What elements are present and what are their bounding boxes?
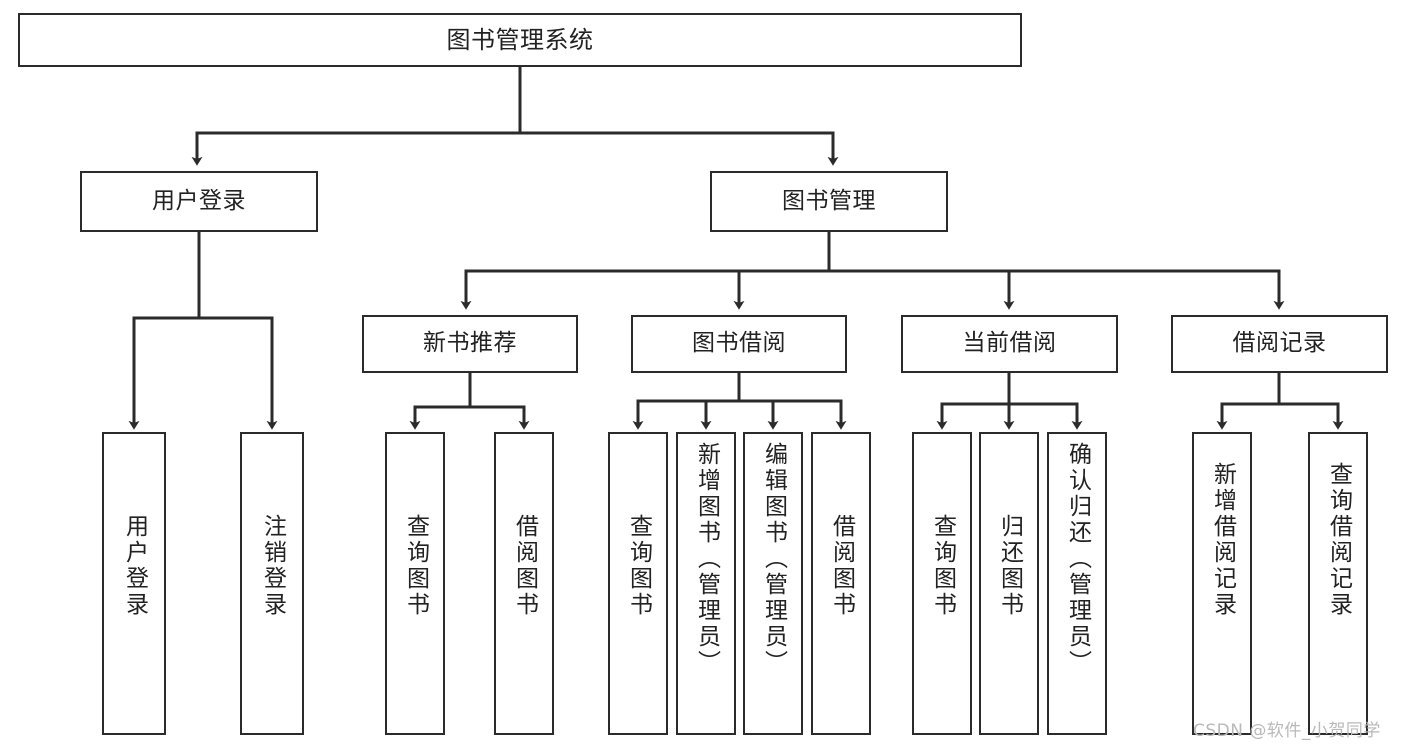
node-leaf-confirm-return-label: 确认归还（管理员）	[1064, 442, 1091, 676]
node-leaf-user-login-label: 用户登录	[121, 514, 148, 618]
node-leaf-query-record[interactable]: 查询借阅记录	[1308, 432, 1368, 735]
node-leaf-user-login[interactable]: 用户登录	[102, 432, 166, 735]
node-leaf-return-book[interactable]: 归还图书	[979, 432, 1039, 735]
node-leaf-query-book-2-label: 查询图书	[625, 514, 652, 618]
node-leaf-borrow-book-1[interactable]: 借阅图书	[494, 432, 554, 735]
node-borrow-record[interactable]: 借阅记录	[1171, 315, 1388, 373]
node-leaf-query-book-1[interactable]: 查询图书	[385, 432, 445, 735]
node-book-manage-label: 图书管理	[782, 187, 876, 214]
node-leaf-edit-book[interactable]: 编辑图书（管理员）	[743, 432, 803, 735]
node-book-borrow[interactable]: 图书借阅	[631, 315, 847, 373]
node-leaf-return-book-label: 归还图书	[996, 514, 1023, 618]
node-leaf-query-book-2[interactable]: 查询图书	[608, 432, 668, 735]
node-leaf-query-book-3-label: 查询图书	[929, 514, 956, 618]
node-borrow-record-label: 借阅记录	[1232, 330, 1327, 357]
node-current-borrow-label: 当前借阅	[962, 330, 1057, 357]
node-book-borrow-label: 图书借阅	[692, 330, 786, 357]
node-leaf-logout-label: 注销登录	[259, 514, 286, 618]
node-leaf-add-record-label: 新增借阅记录	[1209, 462, 1236, 618]
node-leaf-logout[interactable]: 注销登录	[240, 432, 304, 735]
node-leaf-add-book-label: 新增图书（管理员）	[693, 442, 720, 676]
node-user-login-label: 用户登录	[152, 187, 246, 214]
node-leaf-query-book-1-label: 查询图书	[402, 514, 429, 618]
node-leaf-query-record-label: 查询借阅记录	[1325, 462, 1352, 618]
node-root[interactable]: 图书管理系统	[18, 13, 1022, 67]
node-root-label: 图书管理系统	[446, 25, 594, 54]
node-leaf-borrow-book-2[interactable]: 借阅图书	[811, 432, 871, 735]
watermark: CSDN @软件_小贺同学	[1193, 721, 1381, 741]
node-leaf-confirm-return[interactable]: 确认归还（管理员）	[1047, 432, 1107, 735]
node-book-manage[interactable]: 图书管理	[710, 171, 948, 232]
node-leaf-add-book[interactable]: 新增图书（管理员）	[676, 432, 736, 735]
node-new-book-recommend-label: 新书推荐	[423, 330, 517, 357]
node-user-login[interactable]: 用户登录	[80, 171, 318, 232]
node-current-borrow[interactable]: 当前借阅	[901, 315, 1118, 373]
node-leaf-add-record[interactable]: 新增借阅记录	[1192, 432, 1252, 735]
node-new-book-recommend[interactable]: 新书推荐	[362, 315, 578, 373]
node-leaf-borrow-book-1-label: 借阅图书	[511, 514, 538, 618]
node-leaf-query-book-3[interactable]: 查询图书	[912, 432, 972, 735]
node-leaf-borrow-book-2-label: 借阅图书	[828, 514, 855, 618]
node-leaf-edit-book-label: 编辑图书（管理员）	[760, 442, 787, 676]
